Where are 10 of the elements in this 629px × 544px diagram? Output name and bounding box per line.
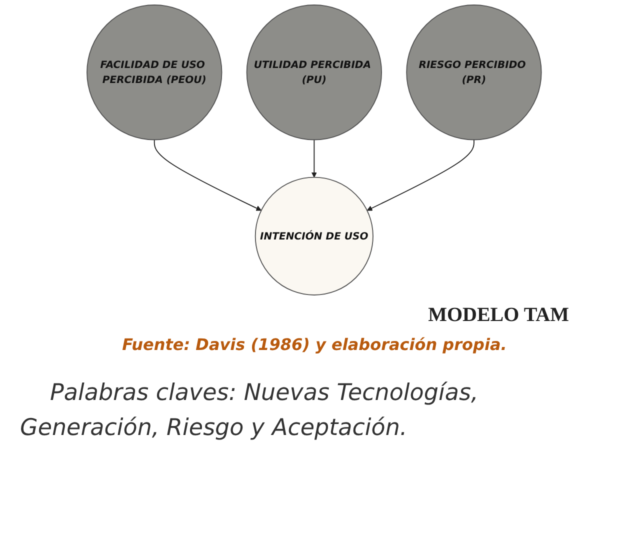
node-circle: RIESGO PERCIBIDO (PR) [406, 4, 542, 140]
arrow [312, 139, 318, 178]
keywords-paragraph: Palabras claves: Nuevas Tecnologías, Generación, Riesgo y Aceptación. [20, 379, 480, 442]
node-circle: FACILIDAD DE USO PERCIBIDA (PEOU) [86, 4, 223, 140]
arrow [154, 139, 262, 211]
node-circle: INTENCIÓN DE USO [255, 176, 374, 296]
arrow [367, 139, 475, 211]
source-caption: Fuente: Davis (1986) y elaboración propia. [121, 335, 508, 354]
model-label: MODELO TAM [427, 304, 569, 327]
node-circle: UTILIDAD PERCIBIDA (PU) [246, 4, 382, 140]
